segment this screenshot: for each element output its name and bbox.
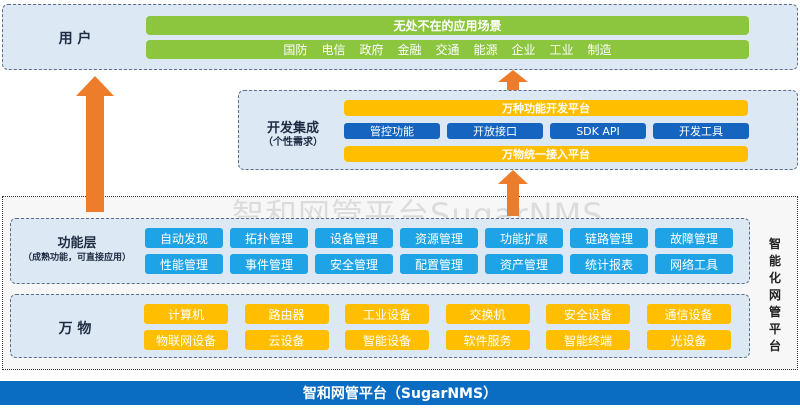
- scenario-title-bar: 无处不在的应用场景: [146, 16, 749, 35]
- scenario-list: 国防电信政府金融交通能源企业工业制造: [283, 41, 611, 58]
- arrow-up-mid-icon: [498, 170, 528, 216]
- side-label-char: 平: [768, 322, 781, 336]
- scenario-item: 金融: [397, 43, 422, 57]
- function-item: 配置管理: [400, 254, 478, 274]
- thing-item: 路由器: [244, 304, 329, 324]
- side-label-char: 管: [768, 305, 781, 319]
- function-item: 资产管理: [485, 254, 563, 274]
- function-layer-label: 功能层: [57, 236, 97, 251]
- things-layer-label: 万 物: [58, 321, 92, 337]
- function-item: 事件管理: [230, 254, 308, 274]
- side-label-char: 网: [768, 288, 781, 302]
- thing-item: 智能终端: [546, 330, 630, 350]
- thing-item: 通信设备: [646, 304, 731, 324]
- scenario-list-bar: 国防电信政府金融交通能源企业工业制造: [146, 40, 749, 59]
- side-label-char: 台: [768, 339, 781, 353]
- dev-item: SDK API: [550, 123, 646, 139]
- arrow-up-top-icon: [498, 70, 528, 96]
- function-item: 资源管理: [400, 228, 478, 248]
- thing-item: 云设备: [244, 330, 329, 350]
- scenario-item: 电信: [321, 43, 346, 57]
- thing-item: 物联网设备: [144, 330, 228, 350]
- footer-bar: 智和网管平台（SugarNMS）: [0, 381, 800, 405]
- function-item: 功能扩展: [485, 228, 563, 248]
- dev-platform-bar: 万种功能开发平台: [344, 100, 748, 116]
- function-layer-sublabel: （成熟功能，可直接应用）: [22, 253, 131, 263]
- function-item: 性能管理: [145, 254, 223, 274]
- side-label-char: 智: [768, 237, 781, 251]
- function-item: 设备管理: [315, 228, 393, 248]
- dev-layer-label: 开发集成: [266, 121, 319, 136]
- function-item: 统计报表: [570, 254, 648, 274]
- scenario-item: 能源: [473, 43, 498, 57]
- side-label-char: 化: [768, 271, 781, 285]
- scenario-item: 企业: [511, 43, 536, 57]
- dev-item: 开发工具: [653, 123, 749, 139]
- thing-item: 交换机: [445, 304, 530, 324]
- dev-layer-sublabel: （个性需求）: [263, 137, 323, 148]
- arrow-up-left-icon: [76, 76, 114, 212]
- side-label-char: 能: [768, 254, 781, 268]
- scenario-item: 工业: [549, 43, 574, 57]
- function-item: 拓扑管理: [230, 228, 308, 248]
- scenario-item: 国防: [283, 43, 308, 57]
- thing-item: 安全设备: [546, 304, 630, 324]
- thing-item: 智能设备: [345, 330, 429, 350]
- function-item: 自动发现: [145, 228, 223, 248]
- thing-item: 软件服务: [445, 330, 530, 350]
- function-item: 故障管理: [655, 228, 733, 248]
- user-layer-panel: [2, 4, 798, 70]
- user-layer-label: 用 户: [58, 31, 92, 47]
- scenario-item: 制造: [587, 43, 612, 57]
- function-item: 链路管理: [570, 228, 648, 248]
- function-item: 网络工具: [655, 254, 733, 274]
- side-label: 智能化网管平台: [766, 236, 784, 355]
- thing-item: 计算机: [144, 304, 228, 324]
- dev-item: 管控功能: [344, 123, 440, 139]
- dev-item: 开放接口: [447, 123, 543, 139]
- access-platform-bar: 万物统一接入平台: [344, 146, 748, 162]
- function-item: 安全管理: [315, 254, 393, 274]
- scenario-item: 交通: [435, 43, 460, 57]
- thing-item: 工业设备: [345, 304, 429, 324]
- scenario-item: 政府: [359, 43, 384, 57]
- thing-item: 光设备: [646, 330, 731, 350]
